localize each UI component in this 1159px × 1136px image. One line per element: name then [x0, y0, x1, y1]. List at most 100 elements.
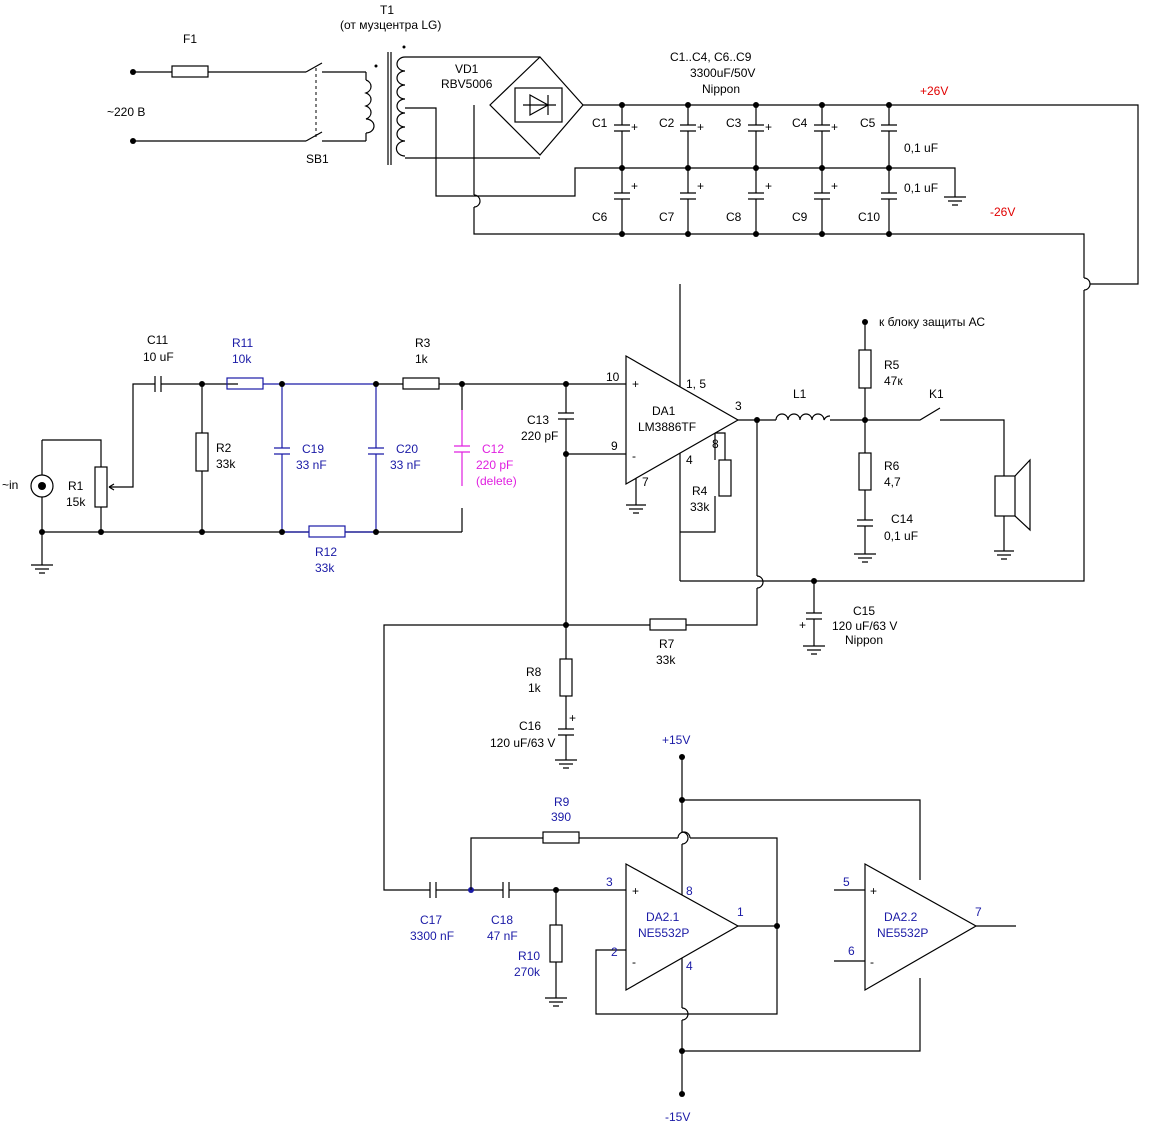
label-c15-val: 120 uF/63 V	[832, 619, 897, 633]
switch-sb1	[305, 62, 366, 142]
label-p5: 5	[843, 875, 850, 889]
label-c11-val: 10 uF	[143, 350, 174, 364]
label-c14-val: 0,1 uF	[884, 529, 918, 543]
label-c12-note: (delete)	[476, 474, 517, 488]
label-r1: R1	[68, 479, 84, 493]
label-t1-note: (от музцентра LG)	[340, 18, 441, 32]
inductor-l1	[775, 413, 865, 421]
label-c18: C18	[491, 913, 513, 927]
label-c4: C4	[792, 116, 808, 130]
label-pin9: 9	[611, 439, 618, 453]
label-r8: R8	[526, 665, 542, 679]
label-c19: C19	[302, 442, 324, 456]
label-neg26: -26V	[990, 205, 1015, 219]
svg-text:+: +	[765, 179, 772, 193]
label-c15: C15	[853, 604, 875, 618]
label-da22: DA2.2	[884, 910, 918, 924]
label-r5: R5	[884, 358, 900, 372]
transformer-secondary	[395, 56, 406, 157]
capacitor-c11	[154, 376, 162, 392]
label-c5: C5	[860, 116, 876, 130]
resistor-r10	[549, 924, 563, 963]
label-r4: R4	[692, 484, 708, 498]
label-c7: C7	[659, 210, 675, 224]
label-c17: C17	[420, 913, 442, 927]
label-pin15: 1, 5	[686, 377, 706, 391]
resistor-r5	[858, 349, 872, 389]
label-pin4: 4	[686, 453, 693, 467]
label-r5-val: 47к	[884, 374, 903, 388]
label-pin8: 8	[712, 437, 719, 451]
label-c3: C3	[726, 116, 742, 130]
label-r10-val: 270k	[514, 965, 541, 979]
resistor-r3	[402, 377, 440, 390]
label-r6-val: 4,7	[884, 475, 901, 489]
label-p4: 4	[686, 959, 693, 973]
label-r2: R2	[216, 441, 232, 455]
label-minus-da22: -	[870, 955, 874, 969]
label-c16-val: 120 uF/63 V	[490, 736, 555, 750]
label-r3: R3	[415, 336, 431, 350]
label-caps-value: 3300uF/50V	[690, 66, 755, 80]
label-r9-val: 390	[551, 810, 571, 824]
svg-text:+: +	[831, 179, 838, 193]
label-r7-val: 33k	[656, 653, 676, 667]
svg-text:+: +	[697, 179, 704, 193]
label-da1: DA1	[652, 404, 676, 418]
transformer-primary	[364, 79, 375, 134]
label-c6: C6	[592, 210, 608, 224]
power-amp-da1: + +	[383, 284, 1031, 891]
label-pin3: 3	[735, 399, 742, 413]
label-pos26: +26V	[920, 84, 948, 98]
label-c12: C12	[482, 442, 504, 456]
label-r7: R7	[659, 637, 675, 651]
label-r4-val: 33k	[690, 500, 710, 514]
label-p3: 3	[606, 875, 613, 889]
capacitor-c20	[368, 384, 384, 532]
label-c20-val: 33 nF	[390, 458, 421, 472]
diode-icon	[523, 93, 556, 117]
transformer-core	[387, 52, 392, 165]
resistor-r7	[649, 618, 687, 631]
resistor-r2	[195, 432, 209, 472]
label-r6: R6	[884, 459, 900, 473]
label-c14: C14	[891, 512, 913, 526]
relay-k1	[865, 407, 1005, 476]
label-r10: R10	[518, 949, 540, 963]
label-plus-da1: +	[632, 377, 639, 391]
label-c11: C11	[147, 333, 168, 347]
label-p8: 8	[686, 884, 693, 898]
label-c10-val: 0,1 uF	[904, 181, 938, 195]
label-p6: 6	[848, 944, 855, 958]
label-c1: C1	[592, 116, 608, 130]
resistor-r4	[718, 459, 732, 497]
svg-text:+: +	[697, 120, 704, 134]
opamp-da2-2	[864, 862, 978, 992]
labels: F1 T1 (от музцентра LG) ~220 В SB1 VD1 R…	[2, 3, 1015, 1124]
svg-text:+: +	[631, 120, 638, 134]
speaker-icon	[994, 475, 1016, 517]
label-minus-da1: -	[632, 449, 636, 463]
label-c2: C2	[659, 116, 675, 130]
label-r2-val: 33k	[216, 457, 236, 471]
label-c9: C9	[792, 210, 808, 224]
label-neg15: -15V	[665, 1110, 690, 1124]
label-in: ~in	[2, 478, 18, 492]
label-mains: ~220 В	[107, 105, 145, 119]
label-l1: L1	[793, 387, 807, 401]
label-r12: R12	[315, 545, 337, 559]
capacitor-bank-bottom: + + + +	[614, 168, 897, 234]
capacitor-c17	[429, 882, 437, 898]
label-c20: C20	[396, 442, 418, 456]
label-f1: F1	[183, 32, 197, 46]
capacitor-c19	[274, 384, 290, 532]
svg-text:+: +	[765, 120, 772, 134]
capacitor-c13	[558, 384, 574, 625]
label-p2: 2	[611, 945, 618, 959]
resistor-r6	[858, 452, 872, 491]
svg-text:+: +	[799, 618, 806, 632]
label-k1: K1	[929, 387, 944, 401]
capacitor-c18	[502, 882, 510, 898]
